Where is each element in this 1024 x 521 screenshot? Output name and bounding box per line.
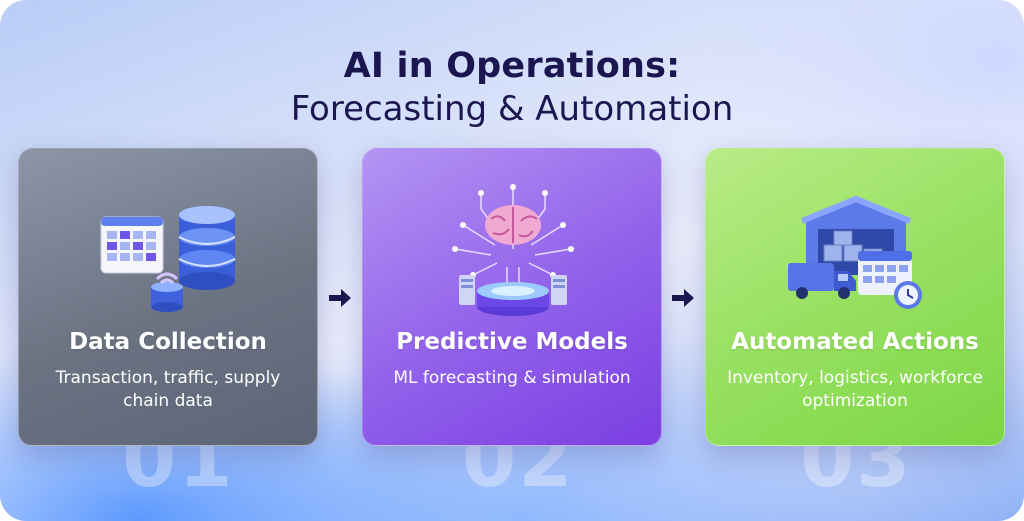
step-title: Predictive Models	[396, 329, 628, 355]
step-title: Data Collection	[69, 329, 267, 355]
step-description: Inventory, logistics, workforce optimiza…	[727, 368, 983, 411]
brain-circuit-icon	[452, 184, 574, 316]
warehouse-truck-icon	[788, 195, 922, 309]
arrow-right-icon	[672, 289, 694, 307]
title-line-2: Forecasting & Automation	[290, 89, 734, 129]
step-card-predictive-models: Predictive Models ML forecasting & simul…	[362, 148, 662, 446]
step-card-automated-actions: Automated Actions Inventory, logistics, …	[705, 148, 1005, 446]
arrow-right-icon	[329, 289, 351, 307]
page-title: AI in Operations: Forecasting & Automati…	[0, 44, 1024, 130]
step-title: Automated Actions	[731, 329, 979, 355]
step-description: Transaction, traffic, supply chain data	[55, 368, 281, 411]
step-card-data-collection: Data Collection Transaction, traffic, su…	[18, 148, 318, 446]
title-line-1: AI in Operations:	[343, 46, 681, 86]
database-icon	[100, 206, 236, 312]
step-description: ML forecasting & simulation	[393, 368, 631, 388]
